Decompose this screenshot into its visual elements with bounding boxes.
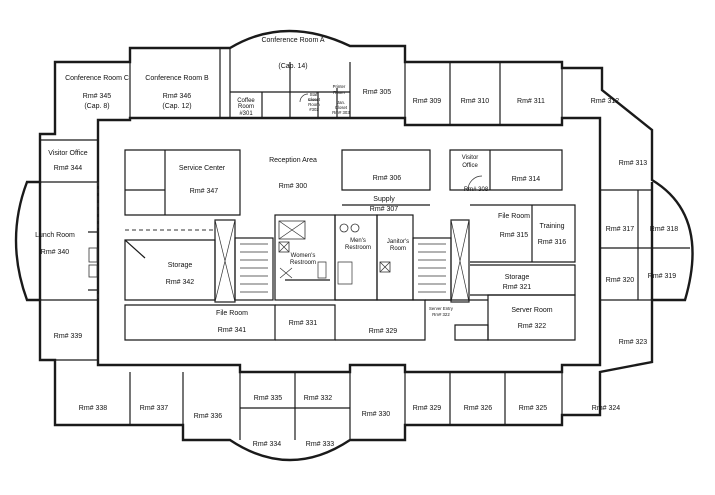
- room-labels: Conference Room A (Cap. 14) Conference R…: [35, 37, 678, 448]
- label-conference-room-b: Conference Room B: [145, 75, 209, 82]
- label-conference-room-a-cap: (Cap. 14): [278, 63, 307, 70]
- label-file-room-341: File Room: [216, 310, 248, 317]
- label-rm-335: Rm# 335: [254, 395, 283, 402]
- label-mens: Men's: [350, 238, 366, 244]
- label-rm-334: Rm# 334: [253, 441, 282, 448]
- label-printer: Printer: [333, 84, 346, 89]
- label-rm-344: Rm# 344: [54, 165, 83, 172]
- label-rm-320: Rm# 320: [606, 277, 635, 284]
- label-rm-301: #301: [239, 111, 253, 117]
- label-rm-317: Rm# 317: [606, 226, 635, 233]
- label-rm-336: Rm# 336: [194, 413, 223, 420]
- label-rm-313: Rm# 313: [619, 160, 648, 167]
- label-service-center: Service Center: [179, 165, 226, 172]
- label-rm-308: Rm# 308: [464, 187, 489, 193]
- label-janitors: Janitor's: [387, 239, 409, 245]
- label-womens: Women's: [291, 253, 316, 259]
- label-coffee: Coffee: [237, 98, 255, 104]
- label-rm-341: Rm# 341: [218, 327, 247, 334]
- label-rm-307: Rm# 307: [370, 206, 399, 213]
- label-closet: Closet: [308, 97, 321, 102]
- label-lunch-room: Lunch Room: [35, 232, 75, 239]
- label-rm-303: Rm# 303: [332, 110, 350, 115]
- label-rm-318: Rm# 318: [650, 226, 679, 233]
- label-rm-339: Rm# 339: [54, 333, 83, 340]
- label-rm-314: Rm# 314: [512, 176, 541, 183]
- label-rm-322: Rm# 322: [518, 323, 547, 330]
- label-rm-310: Rm# 310: [461, 98, 490, 105]
- label-supply: Supply: [373, 196, 395, 203]
- label-rm-309: Rm# 309: [413, 98, 442, 105]
- label-rm-337: Rm# 337: [140, 405, 169, 412]
- label-rm-300: Rm# 300: [279, 183, 308, 190]
- label-rm-338: Rm# 338: [79, 405, 108, 412]
- label-rm-306: Rm# 306: [373, 175, 402, 182]
- label-visitor: Visitor: [462, 155, 479, 161]
- label-rm-333: Rm# 333: [306, 441, 335, 448]
- label-rm-302: #302: [309, 107, 319, 112]
- label-conference-room-b-cap: (Cap. 12): [162, 103, 191, 110]
- label-rm-332: Rm# 332: [304, 395, 333, 402]
- label-rm-305: Rm# 305: [363, 89, 392, 96]
- label-rm-330: Rm# 330: [362, 411, 391, 418]
- label-room: Room: [308, 102, 320, 107]
- label-womens-restroom: Restroom: [290, 260, 316, 266]
- label-training: Training: [539, 223, 564, 230]
- label-mens-restroom: Restroom: [345, 245, 371, 251]
- label-rm-311: Rm# 311: [517, 98, 545, 105]
- label-server-entry-rm: Rm# 322: [432, 312, 450, 317]
- label-rm-321: Rm# 321: [503, 284, 532, 291]
- top-rooms: [129, 48, 563, 125]
- label-rm-319: Rm# 319: [648, 273, 677, 280]
- label-rm-331: Rm# 331: [289, 320, 318, 327]
- bottom-rooms: [40, 299, 652, 440]
- label-rm-315: Rm# 315: [500, 232, 529, 239]
- label-rm-340: Rm# 340: [41, 249, 70, 256]
- label-coffee-room: Room: [238, 104, 254, 110]
- label-rm-342: Rm# 342: [166, 279, 195, 286]
- label-rm-324: Rm# 324: [592, 405, 621, 412]
- label-rm-345: Rm# 345: [83, 93, 112, 100]
- label-rm-329-inner: Rm# 329: [369, 328, 398, 335]
- label-file-room-315: File Room: [498, 213, 530, 220]
- left-rooms: [40, 140, 99, 300]
- label-staff: Staff: [310, 92, 320, 97]
- label-rm-323: Rm# 323: [619, 339, 648, 346]
- label-server-entry: Server Entry: [429, 306, 454, 311]
- label-rm-312: Rm# 312: [591, 98, 620, 105]
- label-janitors-room: Room: [390, 246, 406, 252]
- label-server-room: Server Room: [511, 307, 552, 314]
- label-conference-room-a: Conference Room A: [261, 37, 324, 44]
- label-storage-342: Storage: [168, 262, 193, 269]
- outer-walls: [14, 29, 694, 462]
- inner-core: [40, 116, 602, 374]
- label-rm-329-bottom: Rm# 329: [413, 405, 442, 412]
- label-rm-347: Rm# 347: [190, 188, 219, 195]
- label-jan: Jan.: [337, 100, 345, 105]
- label-rm-316: Rm# 316: [538, 239, 567, 246]
- label-rm-346: Rm# 346: [163, 93, 192, 100]
- label-office: Office: [462, 163, 478, 169]
- label-jan-closet: Closet: [335, 105, 348, 110]
- label-storage-321: Storage: [505, 274, 530, 281]
- label-conference-room-c: Conference Room C: [65, 75, 129, 82]
- label-reception-area: Reception Area: [269, 157, 317, 164]
- label-visitor-office: Visitor Office: [48, 150, 88, 157]
- label-conference-room-c-cap: (Cap. 8): [84, 103, 109, 110]
- label-rm-325: Rm# 325: [519, 405, 548, 412]
- label-rm-326: Rm# 326: [464, 405, 493, 412]
- label-printer-room: Room: [333, 90, 345, 95]
- inner-blocks: [124, 149, 690, 341]
